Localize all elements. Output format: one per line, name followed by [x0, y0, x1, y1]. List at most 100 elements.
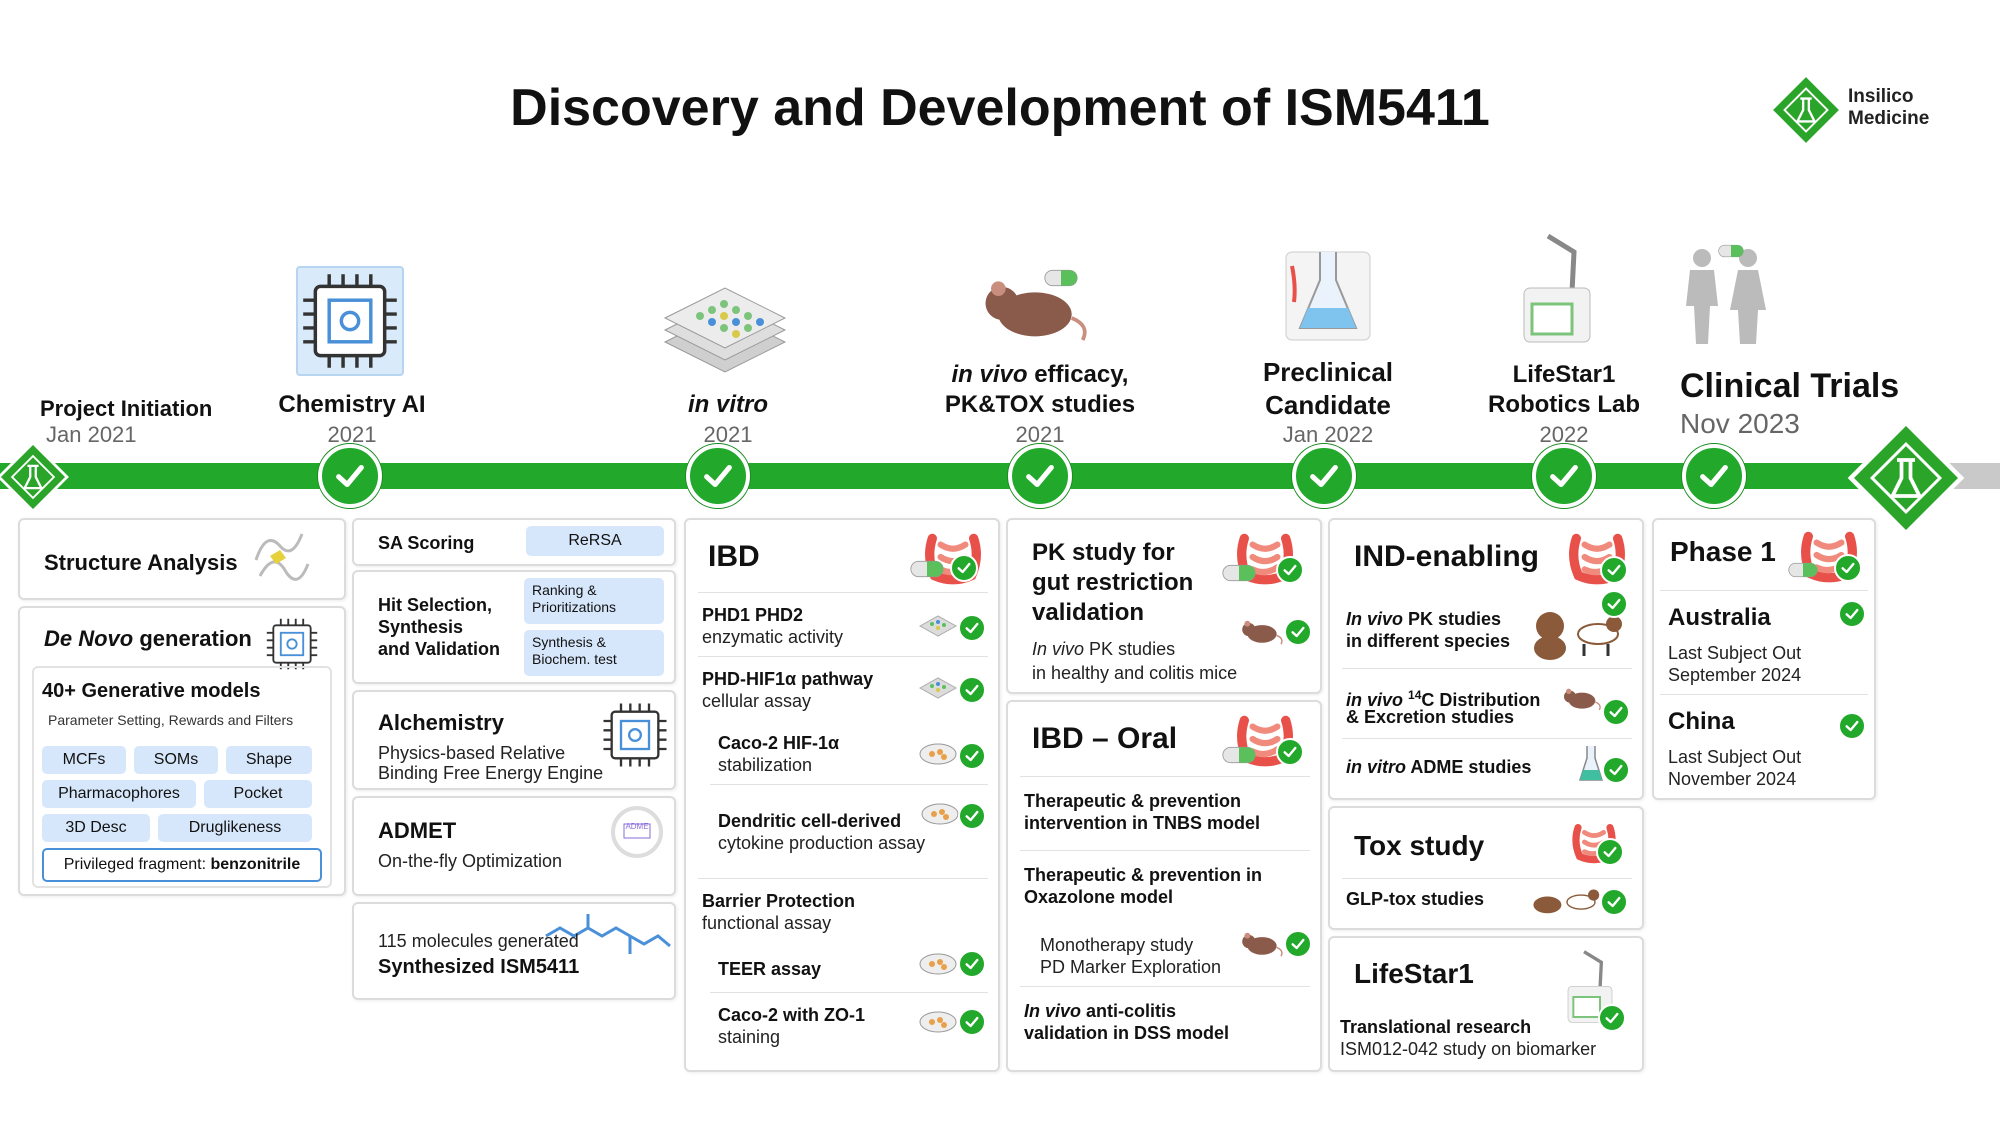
australia-line1: Last Subject Out	[1668, 643, 1802, 663]
ranking-chip-line2: Prioritizations	[532, 599, 617, 615]
pill-icon-2	[1718, 244, 1744, 258]
divider	[1020, 986, 1310, 987]
pk-species-check-icon	[1600, 590, 1628, 618]
petri-dish-icon	[918, 742, 958, 766]
molecules-generated: 115 molecules generated	[378, 931, 579, 951]
milestone-invivo-italic: in vivo	[951, 361, 1028, 388]
dss-line1: In vivo anti-colitis	[1024, 1000, 1176, 1022]
admet-sub: On-the-fly Optimization	[378, 851, 563, 871]
admet-icon-label: ADME	[625, 822, 649, 831]
pk-sub2: in healthy and colitis mice	[1032, 663, 1238, 683]
pill-icon-2	[1222, 746, 1256, 764]
phase1-card: Phase 1 Australia Last Subject Out Septe…	[1652, 518, 1876, 800]
pk-sub-italic: In vivo	[1032, 639, 1085, 659]
alchemistry-title: Alchemistry	[378, 710, 504, 735]
de-novo-rest: generation	[133, 626, 252, 651]
ibd-check-icon	[950, 554, 978, 582]
ai-chip-small-icon	[264, 616, 320, 672]
admet-card: ADMET On-the-fly Optimization ADME	[352, 796, 676, 896]
synthesis-chip-line2: Biochem. test	[532, 651, 617, 667]
ind-check-icon	[1600, 556, 1628, 584]
dss-rest: anti-colitis	[1081, 1001, 1177, 1021]
adme-line: in vitro ADME studies	[1346, 756, 1531, 778]
chip-soms: SOMs	[134, 746, 218, 774]
china-line1: Last Subject Out	[1668, 747, 1802, 767]
timeline-start-badge-icon	[0, 440, 70, 514]
ind-pk-italic: In vivo	[1346, 609, 1404, 629]
admet-title: ADMET	[378, 818, 457, 843]
hit-selection-card: Hit Selection, Synthesis and Validation …	[352, 570, 676, 684]
animals-icon	[1534, 612, 1622, 660]
divider	[1342, 878, 1632, 879]
lifestar-title: LifeStar1	[1354, 958, 1474, 989]
chemistry-ai-chip-illustration	[296, 266, 404, 376]
divider	[1020, 776, 1310, 777]
pk-sub-rest: PK studies	[1084, 639, 1176, 659]
chip-3d-desc: 3D Desc	[42, 814, 150, 842]
milestone-lifestar-label2: Robotics Lab	[1487, 391, 1640, 418]
teer-check-icon	[958, 950, 986, 978]
milestone-invivo-date: 2021	[1015, 422, 1065, 447]
milestone-lifestar-label: LifeStar1	[1512, 361, 1616, 388]
milestone-chemistry-check-icon	[318, 444, 382, 508]
privileged-fragment-name: benzonitrile	[210, 856, 301, 873]
tox-study-card: Tox study GLP-tox studies	[1328, 806, 1644, 930]
mono-line1: Monotherapy study	[1040, 935, 1194, 955]
australia-line2: September 2024	[1668, 665, 1802, 685]
oxazolone-line1: Therapeutic & prevention in	[1024, 865, 1263, 885]
dss-line2: validation in DSS model	[1024, 1023, 1230, 1043]
hif-title: PHD-HIF1α pathway	[702, 669, 874, 689]
chip-shape: Shape	[226, 746, 312, 774]
synthesized-card: 115 molecules generated Synthesized ISM5…	[352, 902, 676, 1000]
caco-sub: stabilization	[718, 755, 813, 775]
de-novo-italic: De Novo	[44, 626, 134, 651]
milestone-invitro-label: in vitro	[687, 391, 768, 418]
dendritic-sub: cytokine production assay	[718, 833, 926, 853]
mouse-icon	[1240, 616, 1284, 646]
sa-scoring-title: SA Scoring	[378, 533, 475, 553]
pk-sub1: In vivo PK studies	[1032, 638, 1175, 660]
milestone-clinical-label: Clinical Trials	[1680, 367, 1900, 405]
milestone-clinical-date: Nov 2023	[1680, 408, 1800, 439]
generative-models-title: 40+ Generative models	[42, 680, 261, 702]
translational-line1: Translational research	[1340, 1017, 1532, 1037]
barrier-title: Barrier Protection	[702, 891, 856, 911]
milestone-chemistry-date: 2021	[327, 422, 377, 447]
tnbs-line2: intervention in TNBS model	[1024, 813, 1261, 833]
milestone-lifestar-date: 2022	[1539, 422, 1589, 447]
ranking-chip-line1: Ranking &	[532, 582, 597, 598]
oxazolone-line2: Oxazolone model	[1024, 887, 1174, 907]
teer-title: TEER assay	[718, 959, 822, 979]
rersa-chip: ReRSA	[526, 526, 664, 556]
divider	[1342, 738, 1632, 739]
ibd-invitro-card: IBD PHD1 PHD2 enzymatic activity PHD-HIF…	[684, 518, 1000, 1072]
australia-check-icon	[1838, 600, 1866, 628]
milestone-preclinical-check-icon	[1292, 444, 1356, 508]
divider	[698, 656, 988, 657]
c14-check-icon	[1602, 698, 1630, 726]
logo-line2: Medicine	[1848, 108, 1930, 129]
zo1-sub: staining	[718, 1027, 781, 1047]
well-plate-stack-icon	[663, 287, 787, 373]
hit-selection-line1: Hit Selection,	[378, 595, 493, 615]
robot-lab-illustration-icon	[1523, 233, 1591, 343]
mono-line2: PD Marker Exploration	[1040, 957, 1222, 977]
milestone-invivo-label: in vivo efficacy,	[900, 360, 1180, 390]
hit-selection-line3: and Validation	[378, 639, 501, 659]
pill-icon	[1044, 268, 1078, 288]
petri-dish-icon-4	[918, 1010, 958, 1034]
chip-druglikeness: Druglikeness	[158, 814, 312, 842]
structure-analysis-card: Structure Analysis	[18, 518, 346, 600]
ai-chip-icon	[298, 268, 402, 374]
phd-title: PHD1 PHD2	[702, 605, 804, 625]
ind-enabling-card: IND-enabling In vivo PK studies in diffe…	[1328, 518, 1644, 800]
rat-chart-icon	[1562, 680, 1602, 716]
chip-pharmacophores: Pharmacophores	[42, 780, 196, 808]
phase1-check-icon	[1834, 554, 1862, 582]
molecule-structure-icon	[545, 914, 671, 954]
divider	[698, 878, 988, 879]
insilico-logo-icon	[1768, 72, 1844, 148]
milestone-invitro-check-icon	[686, 444, 750, 508]
milestone-invitro-date: 2021	[703, 422, 753, 447]
china-check-icon	[1838, 712, 1866, 740]
